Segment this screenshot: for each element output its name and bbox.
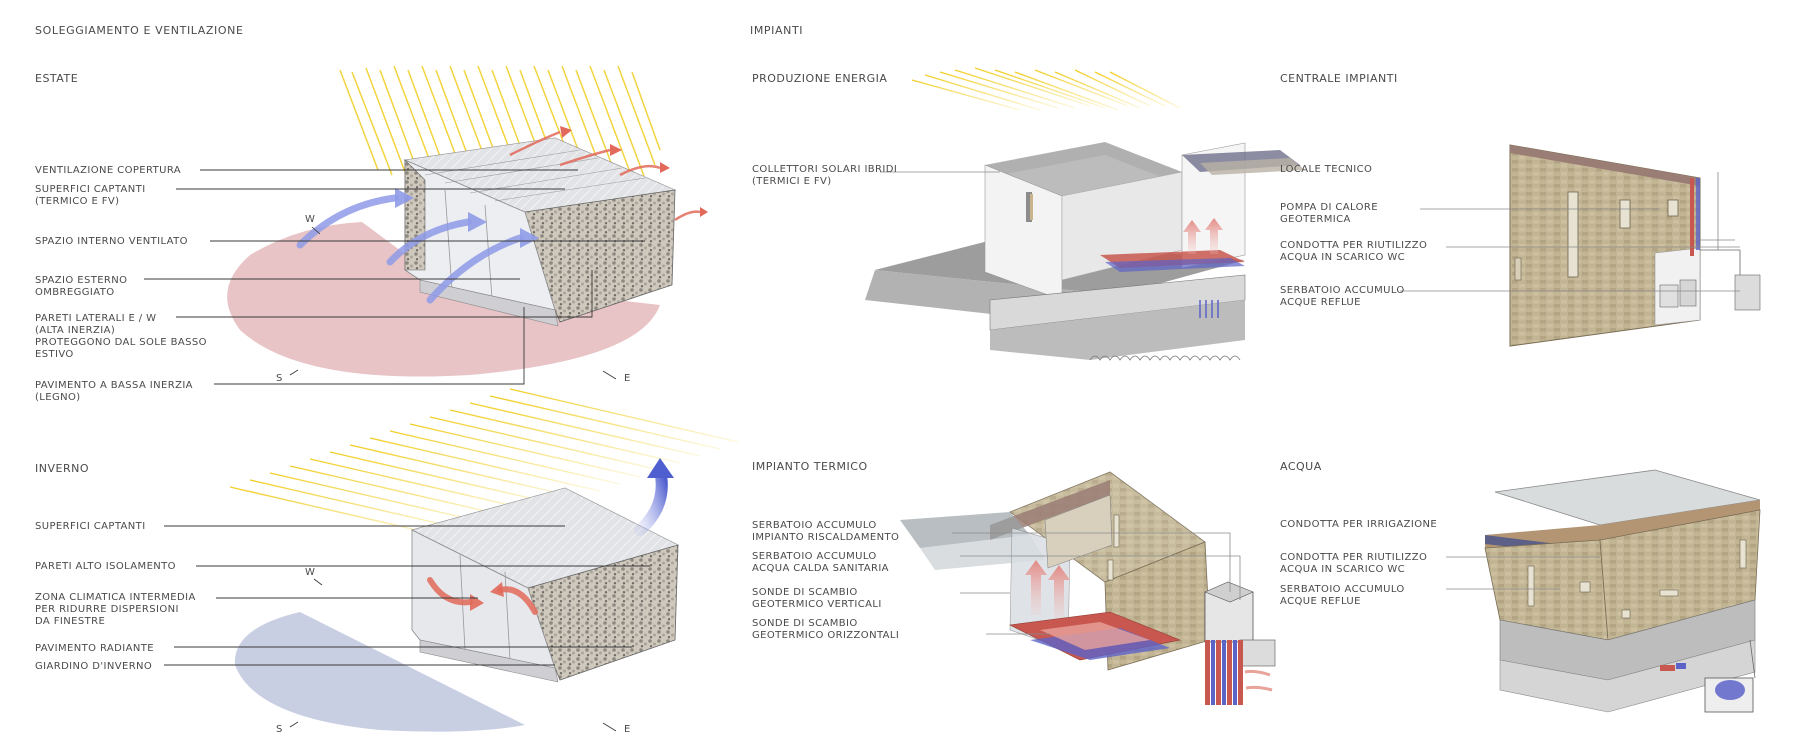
central-leader-lines (1400, 208, 1740, 292)
winter-compass-e: E (624, 724, 631, 735)
winter-label-1: SUPERFICI CAPTANTI (35, 521, 146, 532)
energy-label-1: COLLETTORI SOLARI IBRIDI(TERMICI E FV) (752, 164, 897, 187)
summer-panel: ESTATE (35, 65, 708, 403)
winter-label-4: PAVIMENTO RADIANTE (35, 643, 154, 654)
section-title-plants: IMPIANTI (750, 24, 803, 37)
summer-label-2: SUPERFICI CAPTANTI(TERMICO E FV) (35, 184, 146, 207)
central-label-1: LOCALE TECNICO (1280, 164, 1372, 175)
summer-title: ESTATE (35, 72, 78, 85)
energy-sun-rays (911, 67, 1181, 111)
energy-panel: PRODUZIONE ENERGIA (752, 67, 1305, 361)
water-panel: ACQUA CONDOTTA PER IRRIGAZIONE CONDO (1280, 460, 1761, 713)
winter-leader-lines (164, 525, 650, 666)
section-title-solar-ventilation: SOLEGGIAMENTO E VENTILAZIONE (35, 24, 244, 37)
summer-cool-air-arrows (296, 194, 524, 304)
winter-shadow-area (234, 612, 526, 732)
summer-compass-e: E (624, 373, 631, 384)
summer-leader-lines (144, 169, 645, 385)
winter-compass-s: S (276, 724, 283, 735)
central-title: CENTRALE IMPIANTI (1280, 72, 1398, 85)
water-leader-lines (1446, 556, 1600, 590)
summer-building (403, 137, 677, 327)
central-panel: CENTRALE IMPIANTI LOCALE TECNICO POM (1280, 72, 1761, 347)
energy-building-cutaway (865, 142, 1305, 361)
winter-exhaust-arrow (634, 464, 668, 536)
thermal-panel: IMPIANTO TERMICO (752, 460, 1276, 705)
summer-warm-air-arrows (509, 130, 701, 222)
winter-panel: INVERNO (35, 388, 739, 735)
winter-building (410, 487, 680, 683)
thermal-building-cutaway (900, 471, 1276, 705)
energy-title: PRODUZIONE ENERGIA (752, 72, 887, 85)
summer-label-1: VENTILAZIONE COPERTURA (35, 165, 181, 176)
summer-compass-w: W (305, 214, 315, 225)
thermal-leader-lines (952, 532, 1241, 635)
water-title: ACQUA (1280, 460, 1322, 473)
winter-label-2: PARETI ALTO ISOLAMENTO (35, 561, 176, 572)
summer-label-6: PAVIMENTO A BASSA INERZIA(LEGNO) (35, 380, 193, 403)
winter-title: INVERNO (35, 462, 89, 475)
summer-label-5: PARETI LATERALI E / W(ALTA INERZIA)PROTE… (35, 313, 207, 360)
thermal-title: IMPIANTO TERMICO (752, 460, 868, 473)
winter-sun-rays (229, 388, 739, 541)
water-label-1: CONDOTTA PER IRRIGAZIONE (1280, 519, 1437, 530)
winter-compass-w: W (305, 567, 315, 578)
summer-shadow-area (227, 222, 660, 377)
summer-compass-s: S (276, 373, 283, 384)
water-building (1484, 469, 1761, 713)
central-building (1509, 144, 1761, 347)
summer-label-3: SPAZIO INTERNO VENTILATO (35, 236, 188, 247)
winter-label-5: GIARDINO D'INVERNO (35, 661, 152, 672)
